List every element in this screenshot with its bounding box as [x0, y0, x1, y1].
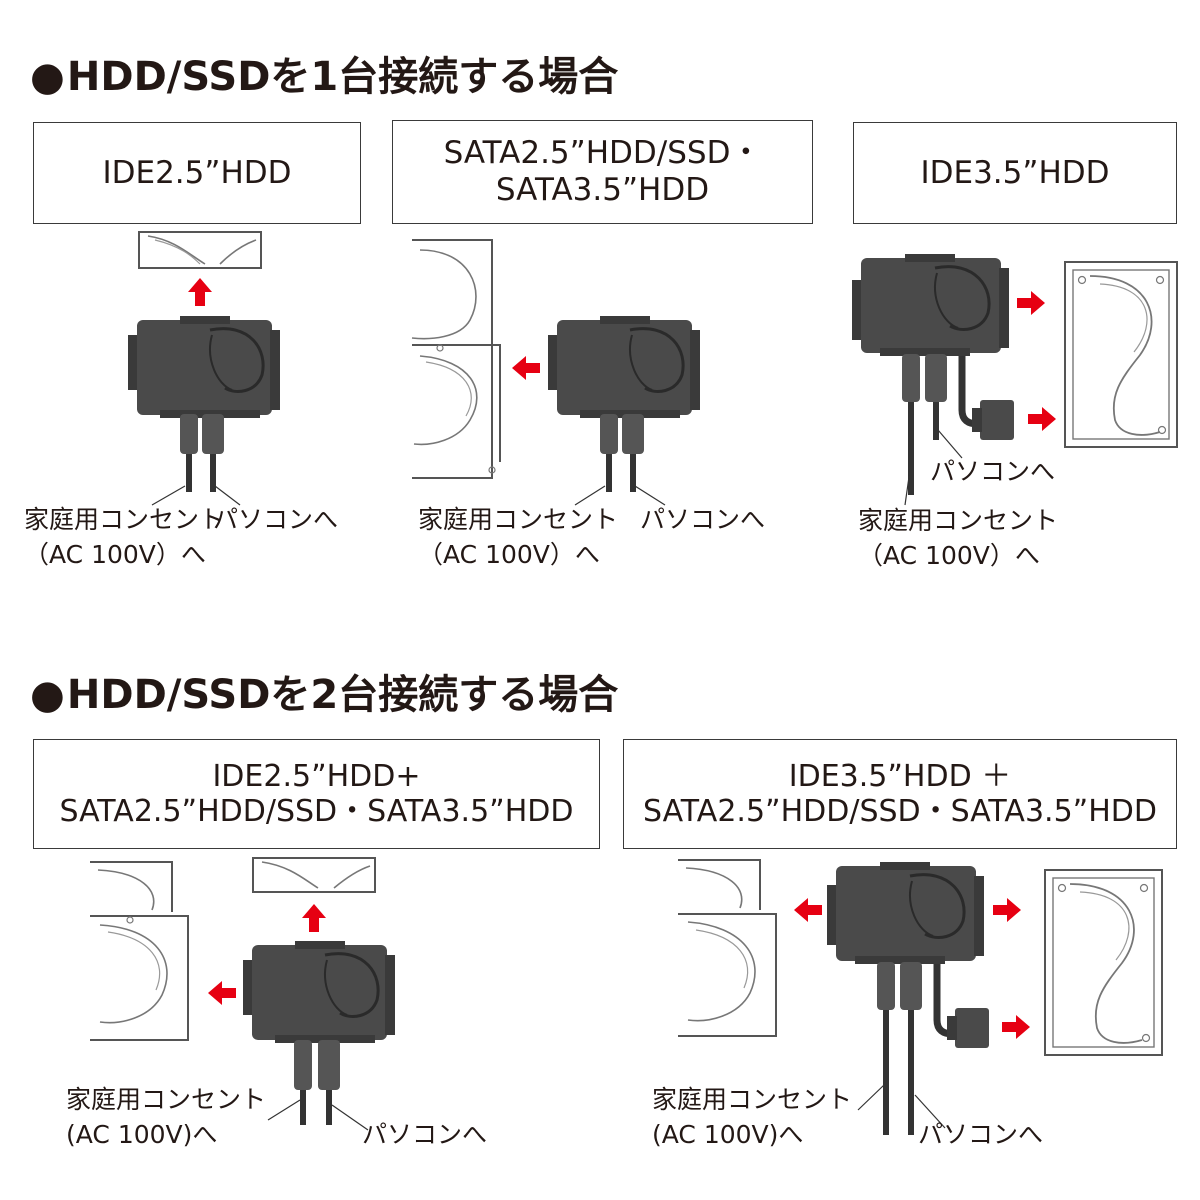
red-arrow-icon: [188, 278, 212, 306]
cable-icon: [600, 414, 644, 492]
caption-outlet-4: 家庭用コンセント (AC 100V)へ: [66, 1082, 266, 1152]
section-1-title: HDD/SSDを1台接続する場合: [66, 54, 619, 100]
caption-outlet-2: 家庭用コンセント （AC 100V）へ: [418, 502, 618, 572]
bullet-icon: ●: [30, 672, 65, 718]
red-arrow-icon: [1017, 291, 1045, 315]
scene-ide35: [852, 254, 1178, 506]
scene-ide25: [128, 231, 280, 506]
box-ide25-hdd: IDE2.5”HDD: [33, 122, 361, 224]
hard-drive-icon: [1064, 261, 1178, 448]
red-arrow-icon: [993, 898, 1021, 922]
scene-ide25-plus-sata: [90, 857, 395, 1131]
box-label-line-1: IDE2.5”HDD+: [212, 758, 421, 794]
section-2-heading: ●HDD/SSDを2台接続する場合: [30, 662, 618, 720]
caption-outlet-5: 家庭用コンセント (AC 100V)へ: [652, 1082, 852, 1152]
caption-pc-4: パソコンへ: [362, 1117, 487, 1152]
caption-line-1: 家庭用コンセント: [652, 1085, 853, 1114]
caption-line-2: （AC 100V）へ: [858, 541, 1040, 570]
bullet-icon: ●: [30, 54, 65, 100]
conversion-adapter-icon: [243, 941, 395, 1043]
caption-line-1: 家庭用コンセント: [24, 505, 225, 534]
cable-icon: [877, 962, 989, 1135]
caption-line-1: パソコンへ: [362, 1120, 488, 1149]
caption-pc-3: パソコンへ: [930, 454, 1055, 489]
caption-line-1: 家庭用コンセント: [66, 1085, 267, 1114]
conversion-adapter-icon: [827, 862, 984, 964]
box-label-line-2: SATA2.5”HDD/SSD・SATA3.5”HDD: [643, 794, 1157, 829]
box-label-line-1: IDE3.5”HDD ＋: [788, 758, 1012, 794]
box-sata-hdd-ssd: SATA2.5”HDD/SSD・ SATA3.5”HDD: [392, 120, 813, 224]
caption-line-2: (AC 100V)へ: [66, 1120, 218, 1149]
box-label: IDE2.5”HDD: [102, 154, 292, 191]
cable-icon: [294, 1040, 340, 1125]
red-arrow-icon: [794, 898, 822, 922]
cable-icon: [902, 354, 1014, 495]
red-arrow-icon: [208, 981, 236, 1005]
caption-line-1: パソコンへ: [918, 1120, 1044, 1149]
caption-line-2: （AC 100V）へ: [418, 540, 600, 569]
caption-line-2: （AC 100V）へ: [24, 540, 206, 569]
caption-line-2: (AC 100V)へ: [652, 1120, 804, 1149]
caption-pc-5: パソコンへ: [918, 1117, 1043, 1152]
box-label: IDE3.5”HDD: [920, 154, 1110, 191]
hard-drive-icon: [678, 859, 777, 1037]
hard-drive-icon: [1044, 869, 1163, 1056]
caption-pc-1: パソコンへ: [213, 502, 338, 537]
caption-line-1: パソコンへ: [213, 505, 339, 534]
red-arrow-icon: [302, 904, 326, 932]
box-ide35-hdd: IDE3.5”HDD: [853, 122, 1177, 224]
caption-outlet-3: 家庭用コンセント （AC 100V）へ: [858, 503, 1058, 573]
box-label-line-2: SATA2.5”HDD/SSD・SATA3.5”HDD: [59, 794, 574, 829]
box-ide25-plus-sata: IDE2.5”HDD+ SATA2.5”HDD/SSD・SATA3.5”HDD: [33, 739, 600, 849]
caption-line-1: パソコンへ: [640, 505, 766, 534]
box-label-line-1: SATA2.5”HDD/SSD・: [443, 135, 762, 172]
box-ide35-plus-sata: IDE3.5”HDD ＋ SATA2.5”HDD/SSD・SATA3.5”HDD: [623, 739, 1177, 849]
section-2-title: HDD/SSDを2台接続する場合: [66, 672, 619, 718]
caption-pc-2: パソコンへ: [640, 502, 765, 537]
red-arrow-icon: [1002, 1015, 1030, 1039]
section-1-heading: ●HDD/SSDを1台接続する場合: [30, 44, 618, 102]
red-arrow-icon: [512, 356, 540, 380]
red-arrow-icon: [1028, 407, 1056, 431]
caption-line-1: パソコンへ: [930, 457, 1056, 486]
cable-icon: [180, 414, 224, 492]
caption-line-1: 家庭用コンセント: [858, 506, 1059, 535]
conversion-adapter-icon: [852, 254, 1009, 356]
hard-drive-icon: [252, 857, 376, 893]
scene-sata: [411, 239, 700, 506]
hard-drive-icon: [411, 239, 501, 479]
conversion-adapter-icon: [548, 316, 700, 418]
scene-ide35-plus-sata: [678, 859, 1163, 1135]
caption-outlet-1: 家庭用コンセント （AC 100V）へ: [24, 502, 224, 572]
hard-drive-icon: [90, 861, 189, 1041]
hard-drive-icon: [138, 231, 262, 269]
box-label-line-2: SATA3.5”HDD: [495, 172, 710, 208]
caption-line-1: 家庭用コンセント: [418, 505, 619, 534]
conversion-adapter-icon: [128, 316, 280, 418]
